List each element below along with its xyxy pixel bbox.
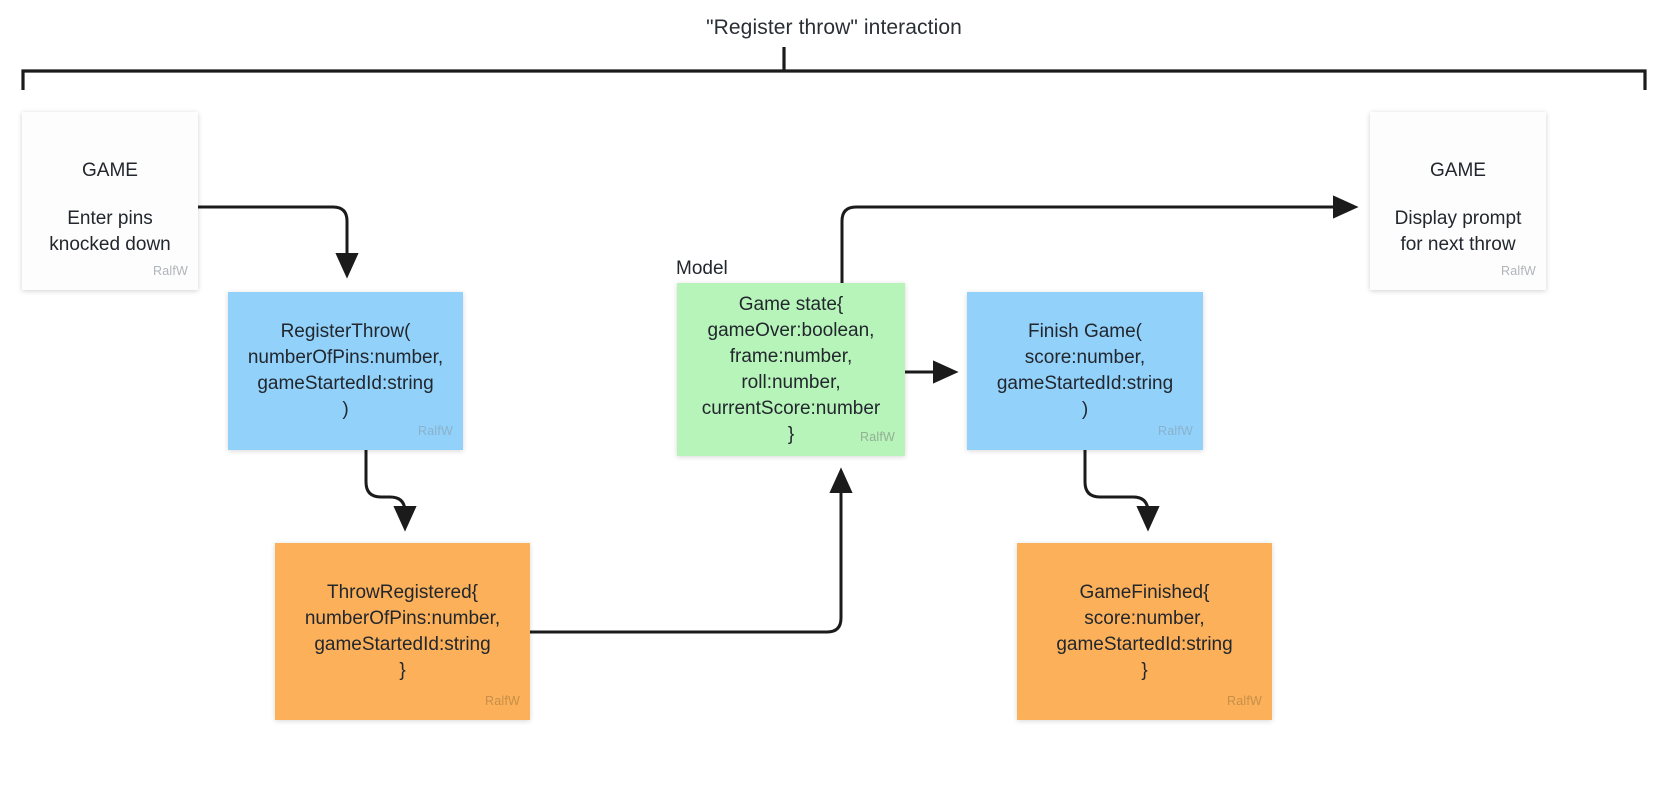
connector-game-state-to-display-prompt: [840, 195, 1359, 283]
finish-game-command-text: Finish Game( score:number, gameStartedId…: [996, 321, 1174, 420]
diagram-title: "Register throw" interaction: [706, 16, 962, 39]
connector-enter-pins-to-register-throw: [198, 205, 359, 279]
enter-pins-card-attribution: RalfW: [152, 264, 188, 278]
model-lane-label: Model: [676, 258, 728, 279]
display-prompt-card-text: Display prompt for next throw: [1394, 208, 1522, 255]
node-enter-pins-card[interactable]: GAME Enter pins knocked down RalfW: [22, 112, 198, 290]
node-display-prompt-card[interactable]: GAME Display prompt for next throw RalfW: [1370, 112, 1546, 290]
throw-registered-event-attribution: RalfW: [484, 694, 520, 708]
connector-throw-registered-to-game-state: [530, 467, 853, 634]
enter-pins-card-title: GAME: [82, 160, 138, 181]
throw-registered-event-text: ThrowRegistered{ numberOfPins:number, ga…: [304, 581, 501, 681]
game-state-model-text: Game state{ gameOver:boolean, frame:numb…: [701, 293, 881, 445]
node-register-throw-command[interactable]: RegisterThrow( numberOfPins:number, game…: [228, 292, 463, 450]
display-prompt-card-title: GAME: [1430, 160, 1486, 181]
finish-game-command-attribution: RalfW: [1157, 424, 1193, 438]
display-prompt-card-attribution: RalfW: [1500, 264, 1536, 278]
node-game-finished-event[interactable]: GameFinished{ score:number, gameStartedI…: [1017, 543, 1272, 720]
register-throw-command-text: RegisterThrow( numberOfPins:number, game…: [247, 321, 444, 420]
connector-register-throw-to-throw-registered: [364, 450, 417, 532]
register-throw-command-attribution: RalfW: [417, 424, 453, 438]
node-finish-game-command[interactable]: Finish Game( score:number, gameStartedId…: [967, 292, 1203, 450]
node-throw-registered-event[interactable]: ThrowRegistered{ numberOfPins:number, ga…: [275, 543, 530, 720]
game-finished-event-text: GameFinished{ score:number, gameStartedI…: [1056, 581, 1233, 681]
game-finished-event-attribution: RalfW: [1226, 694, 1262, 708]
game-state-model-attribution: RalfW: [859, 430, 895, 444]
scope-bracket: [21, 47, 1647, 90]
node-game-state-model[interactable]: Game state{ gameOver:boolean, frame:numb…: [677, 283, 905, 456]
enter-pins-card-text: Enter pins knocked down: [49, 208, 171, 255]
connector-finish-game-to-game-finished: [1083, 450, 1160, 532]
